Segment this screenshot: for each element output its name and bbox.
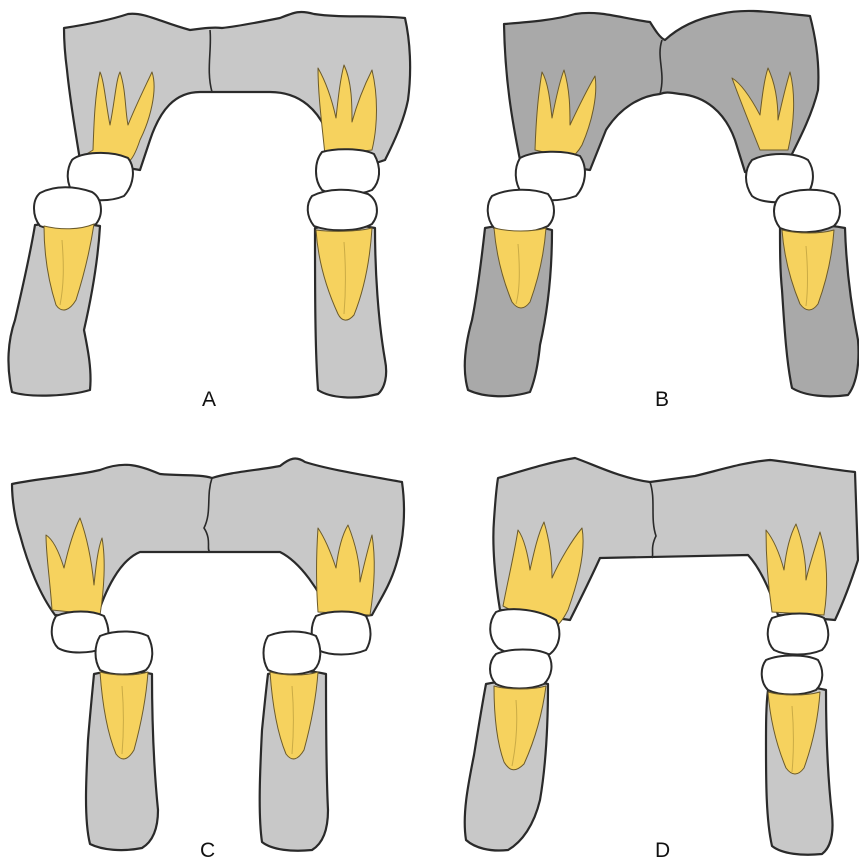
- lower-right-molar-crown: [264, 632, 321, 675]
- panel-label-a: A: [202, 388, 216, 411]
- lower-right-molar-crown: [762, 656, 823, 695]
- panel-c: C: [12, 459, 404, 861]
- panel-label-d: D: [655, 839, 670, 861]
- lower-left-molar-crown: [490, 650, 551, 689]
- upper-right-molar-crown: [316, 149, 379, 194]
- lower-left-molar-crown: [34, 187, 101, 230]
- lower-left-molar-crown: [488, 190, 554, 233]
- panel-d: D: [465, 458, 858, 861]
- lower-left-molar-crown: [96, 632, 153, 675]
- panel-b: B: [465, 11, 859, 411]
- panel-label-b: B: [655, 388, 669, 411]
- upper-right-molar-crown: [768, 614, 829, 655]
- panel-a: A: [8, 12, 410, 411]
- panel-label-c: C: [200, 839, 215, 861]
- lower-right-molar-crown: [308, 190, 377, 231]
- lower-right-molar-crown: [774, 190, 840, 233]
